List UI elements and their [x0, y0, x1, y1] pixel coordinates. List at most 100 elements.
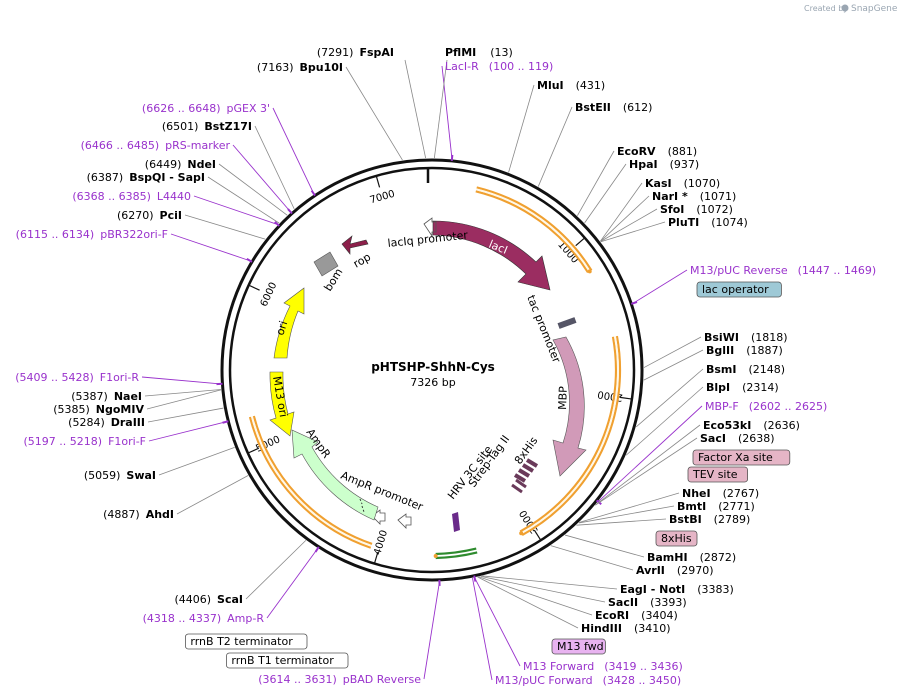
svg-text:Eco53kI(2636): Eco53kI(2636) — [703, 419, 800, 432]
site-pos-bspqi-sapi: (6387) — [87, 171, 124, 184]
leader-eco53ki — [595, 424, 701, 506]
svg-text:(6368 .. 6385)L4440: (6368 .. 6385)L4440 — [72, 190, 191, 203]
tick-label-6000: 6000 — [259, 281, 280, 309]
right-labels: LacI-R(100 .. 119)MluI(431)BstEII(612)Ec… — [445, 60, 876, 687]
svg-text:BsmI(2148): BsmI(2148) — [706, 363, 785, 376]
site-pos-draiii: (5284) — [68, 416, 105, 429]
site-name-ahdi: AhdI — [146, 508, 174, 521]
leader-amp-r — [266, 548, 319, 619]
feature-bom: bom — [313, 251, 345, 294]
svg-text:(3614 .. 3631)pBAD Reverse: (3614 .. 3631)pBAD Reverse — [258, 673, 421, 686]
site-name-bstbi: BstBI — [669, 513, 702, 526]
site-pos-ahdi: (4887) — [103, 508, 140, 521]
site-pos-naei: (5387) — [71, 390, 108, 403]
leader-ecorv — [577, 150, 615, 216]
leader-f1ori-f — [148, 421, 227, 442]
svg-text:M13/pUC Reverse(1447 .. 1469): M13/pUC Reverse (1447 .. 1469) — [690, 264, 876, 277]
feature-label-rrnb-t1-terminator: rrnB T1 terminator — [231, 654, 334, 667]
site-name-kasi: KasI — [645, 177, 672, 190]
leader-avrii — [550, 545, 634, 571]
plasmid-size: 7326 bp — [410, 376, 455, 389]
feature-label-rrnb-t2-terminator: rrnB T2 terminator — [190, 635, 293, 648]
plasmid-name: pHTSHP-ShhN-Cys — [371, 360, 495, 374]
backbone-inner — [228, 166, 636, 574]
svg-text:PluTI(1074): PluTI(1074) — [668, 216, 748, 229]
leader-bglii — [643, 349, 704, 381]
svg-text:HpaI(937): HpaI(937) — [629, 158, 699, 171]
feature-label-m13-fwd: M13 fwd — [557, 640, 604, 653]
leader-bamhi — [564, 534, 645, 558]
leader-m13-puc-reverse — [632, 269, 688, 304]
svg-text:EagI - NotI(3383): EagI - NotI(3383) — [620, 583, 734, 596]
feature-box-m13-fwd — [551, 638, 606, 655]
site-pos-pcii: (6270) — [117, 209, 154, 222]
feature-label-factor-xa-site: Factor Xa site — [698, 451, 773, 464]
leader-swai — [158, 446, 235, 476]
leader-sacii — [480, 575, 606, 603]
leader-bsteii — [537, 106, 573, 187]
leader-top-1 — [433, 59, 448, 159]
site-name-blpi: BlpI — [706, 381, 730, 394]
site-name-ecori: EcoRI — [595, 609, 629, 622]
leader-m13-forward — [474, 577, 521, 667]
tick-mark-6000 — [248, 284, 260, 291]
svg-text:EcoRI(3404): EcoRI(3404) — [595, 609, 678, 622]
site-name-fspai: FspAI — [359, 46, 394, 59]
site-name-scai: ScaI — [217, 593, 243, 606]
primer-name-f1ori-r: F1ori-R — [100, 371, 140, 384]
leader-f1ori-r — [141, 376, 221, 385]
svg-text:(6115 .. 6134)pBR322ori-F: (6115 .. 6134)pBR322ori-F — [16, 228, 168, 241]
svg-text:AvrII(2970): AvrII(2970) — [636, 564, 713, 577]
site-name-nari: NarI * — [652, 190, 688, 203]
rop-label: rop — [351, 250, 373, 270]
primer-name-m13-puc-reverse: M13/pUC Reverse — [690, 264, 788, 277]
site-pos-bglii: (1887) — [746, 344, 783, 357]
primer-pos-prs-marker: (6466 .. 6485) — [81, 139, 160, 152]
site-pos-bmti: (2771) — [718, 500, 755, 513]
site-name-bspqi-sapi: BspQI - SapI — [129, 171, 205, 184]
leader-prs-marker — [232, 144, 291, 213]
site-pos-ndei: (6449) — [145, 158, 182, 171]
primer-pos-m13-puc-reverse: (1447 .. 1469) — [798, 264, 877, 277]
leader-naei — [144, 389, 221, 397]
svg-text:BlpI(2314): BlpI(2314) — [706, 381, 779, 394]
svg-text:BmtI(2771): BmtI(2771) — [677, 500, 755, 513]
site-pos-swai: (5059) — [84, 469, 121, 482]
svg-text:(6466 .. 6485)pRS-marker: (6466 .. 6485)pRS-marker — [81, 139, 231, 152]
leader-nhei — [579, 492, 680, 523]
svg-text:(6449)NdeI: (6449)NdeI — [145, 158, 216, 171]
site-name-eco53ki: Eco53kI — [703, 419, 751, 432]
svg-text:(5284)DraIII: (5284)DraIII — [68, 416, 145, 429]
site-pos-ecorv: (881) — [668, 145, 698, 158]
feature-label-8xhis: 8xHis — [661, 532, 692, 545]
site-pos-nari: (1071) — [700, 190, 737, 203]
orf-arc-mbp — [519, 335, 622, 536]
leader-ngomiv — [146, 389, 222, 410]
svg-text:(4887)AhdI: (4887) AhdI — [103, 508, 174, 521]
site-pos-hindiii: (3410) — [634, 622, 671, 635]
svg-text:(6626 .. 6648)pGEX 3': (6626 .. 6648)pGEX 3' — [142, 102, 270, 115]
site-name-bstz17i: BstZ17I — [204, 120, 252, 133]
tick-mark-5000 — [247, 447, 260, 454]
site-name-naei: NaeI — [114, 390, 142, 403]
site-pos-mlui: (431) — [576, 79, 606, 92]
leader-bpu10i — [345, 66, 403, 161]
site-pos-bsiwi: (1818) — [751, 331, 788, 344]
primer-pos-m13-forward: (3419 .. 3436) — [604, 660, 683, 673]
svg-text:(4318 .. 4337)Amp-R: (4318 .. 4337)Amp-R — [143, 612, 265, 625]
feature-label-lac-operator: lac operator — [702, 283, 769, 296]
site-pos-pluti: (1074) — [711, 216, 748, 229]
site-name-pflmi: PflMI — [445, 46, 476, 59]
site-name-swai: SwaI — [126, 469, 156, 482]
svg-text:(7163)Bpu10I: (7163)Bpu10I — [257, 61, 343, 74]
orf-arc-lacI — [475, 186, 593, 274]
site-pos-sacii: (3393) — [650, 596, 687, 609]
site-pos-avrii: (2970) — [677, 564, 714, 577]
orf-arrow-mbp — [519, 531, 524, 536]
svg-text:(5059)SwaI: (5059) SwaI — [84, 469, 156, 482]
svg-text:(6501)BstZ17I: (6501)BstZ17I — [162, 120, 252, 133]
site-pos-kasi: (1070) — [684, 177, 721, 190]
svg-text:(5197 .. 5218)F1ori-F: (5197 .. 5218)F1ori-F — [24, 435, 147, 448]
svg-text:M13/pUC Forward(3428 .. 3450): M13/pUC Forward(3428 .. 3450) — [495, 674, 681, 687]
site-pos-sfoi: (1072) — [696, 203, 733, 216]
